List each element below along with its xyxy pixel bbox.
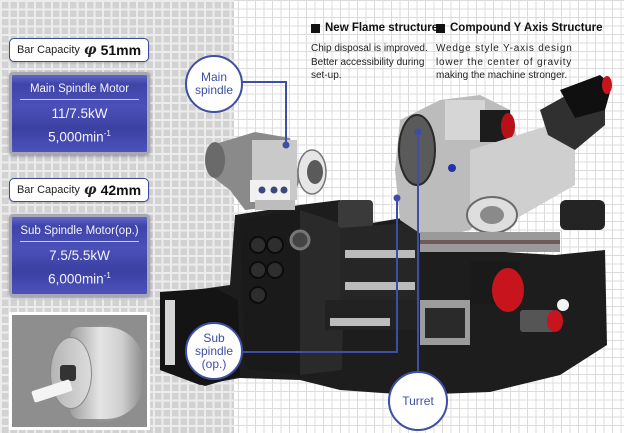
sub-spindle-motor-box: Sub Spindle Motor(op.) 7.5/5.5kW 6,000mi… (9, 214, 150, 297)
square-bullet-icon (436, 23, 445, 33)
bar-capacity-label: Bar Capacity (16, 44, 80, 56)
callout-sub-spindle: Sub spindle (op.) (185, 322, 243, 380)
motor-speed-exponent: -1 (103, 129, 111, 138)
motor-power: 11/7.5kW (51, 106, 108, 121)
motor-title: Main Spindle Motor (20, 83, 139, 100)
feature-description: Chip disposal is improved. Better access… (311, 42, 438, 83)
callout-line: Turret (402, 393, 434, 408)
feature-description: Wedge style Y-axis design lower the cent… (436, 42, 603, 83)
feature-heading-text: New Flame structure (325, 22, 439, 34)
description-line: making the machine stronger. (436, 70, 568, 81)
motor-power: 7.5/5.5kW (49, 248, 110, 263)
callout-line: spindle (194, 343, 234, 358)
description-line: Chip disposal is improved. (311, 43, 428, 54)
motor-speed: 5,000min (48, 129, 104, 145)
diameter-symbol: φ (83, 182, 97, 198)
chuck-jaw-shape (60, 365, 76, 381)
feature-compound-y-axis: Compound Y Axis Structure Wedge style Y-… (436, 22, 603, 83)
feature-heading-text: Compound Y Axis Structure (450, 22, 603, 34)
feature-heading: Compound Y Axis Structure (436, 22, 603, 34)
callout-main-spindle: Main spindle (185, 55, 243, 113)
motor-speed-exponent: -1 (103, 271, 111, 280)
description-line: lower the center of gravity (436, 56, 573, 68)
bar-capacity-label: Bar Capacity (16, 184, 80, 196)
description-line: Wedge style Y-axis design (436, 43, 573, 54)
bar-capacity-value: 42mm (100, 182, 142, 198)
description-line: set-up. (311, 70, 342, 81)
callout-line: spindle (194, 83, 234, 97)
description-line: Better accessibility during (311, 56, 425, 68)
bar-capacity-value: 51mm (100, 42, 142, 58)
diameter-symbol: φ (83, 42, 97, 58)
main-spindle-motor-box: Main Spindle Motor 11/7.5kW 5,000min-1 (9, 72, 150, 155)
callout-turret: Turret (388, 371, 448, 431)
callout-line: (op.) (201, 356, 227, 371)
motor-speed: 6,000min (48, 271, 104, 287)
square-bullet-icon (311, 23, 320, 33)
motor-title: Sub Spindle Motor(op.) (20, 225, 139, 242)
feature-heading: New Flame structure (311, 22, 438, 34)
motor-speed-row: 5,000min-1 (12, 124, 147, 148)
callout-line: Main (200, 70, 227, 84)
chuck-closeup-photo (9, 312, 150, 430)
feature-new-flame-structure: New Flame structure Chip disposal is imp… (311, 22, 438, 83)
callout-line: Sub (203, 330, 225, 345)
motor-speed-row: 6,000min-1 (12, 266, 147, 290)
